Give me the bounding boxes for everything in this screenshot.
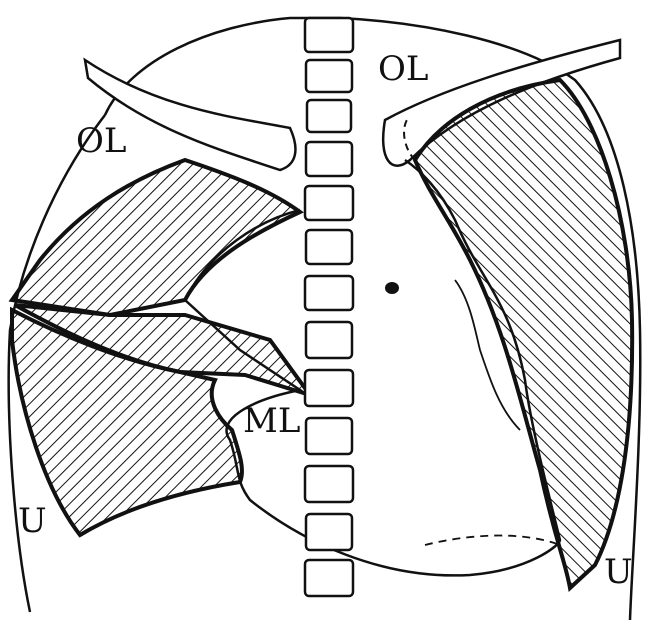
vertebra — [305, 18, 353, 52]
vertebra — [306, 322, 352, 358]
left-lung-hatched — [415, 80, 632, 588]
vertebra — [306, 514, 352, 550]
center-dot — [385, 282, 399, 294]
vertebra — [307, 100, 351, 132]
spine — [305, 18, 353, 596]
label-u-left: U — [18, 501, 47, 541]
vertebra — [305, 186, 353, 220]
vertebra — [306, 60, 352, 92]
label-ol-right: OL — [378, 49, 428, 89]
vertebra — [306, 230, 352, 264]
vertebra — [305, 276, 353, 310]
diaphragm-dashed — [425, 536, 560, 545]
label-ml: ML — [243, 401, 300, 441]
vertebra — [305, 370, 353, 406]
vertebra — [306, 418, 352, 454]
label-u-right: U — [604, 552, 633, 592]
vertebra — [305, 560, 353, 596]
label-ol-left: OL — [76, 121, 126, 161]
vertebra — [306, 142, 352, 176]
vertebra — [305, 466, 353, 502]
upper-lobe-left-hatched — [12, 160, 300, 315]
